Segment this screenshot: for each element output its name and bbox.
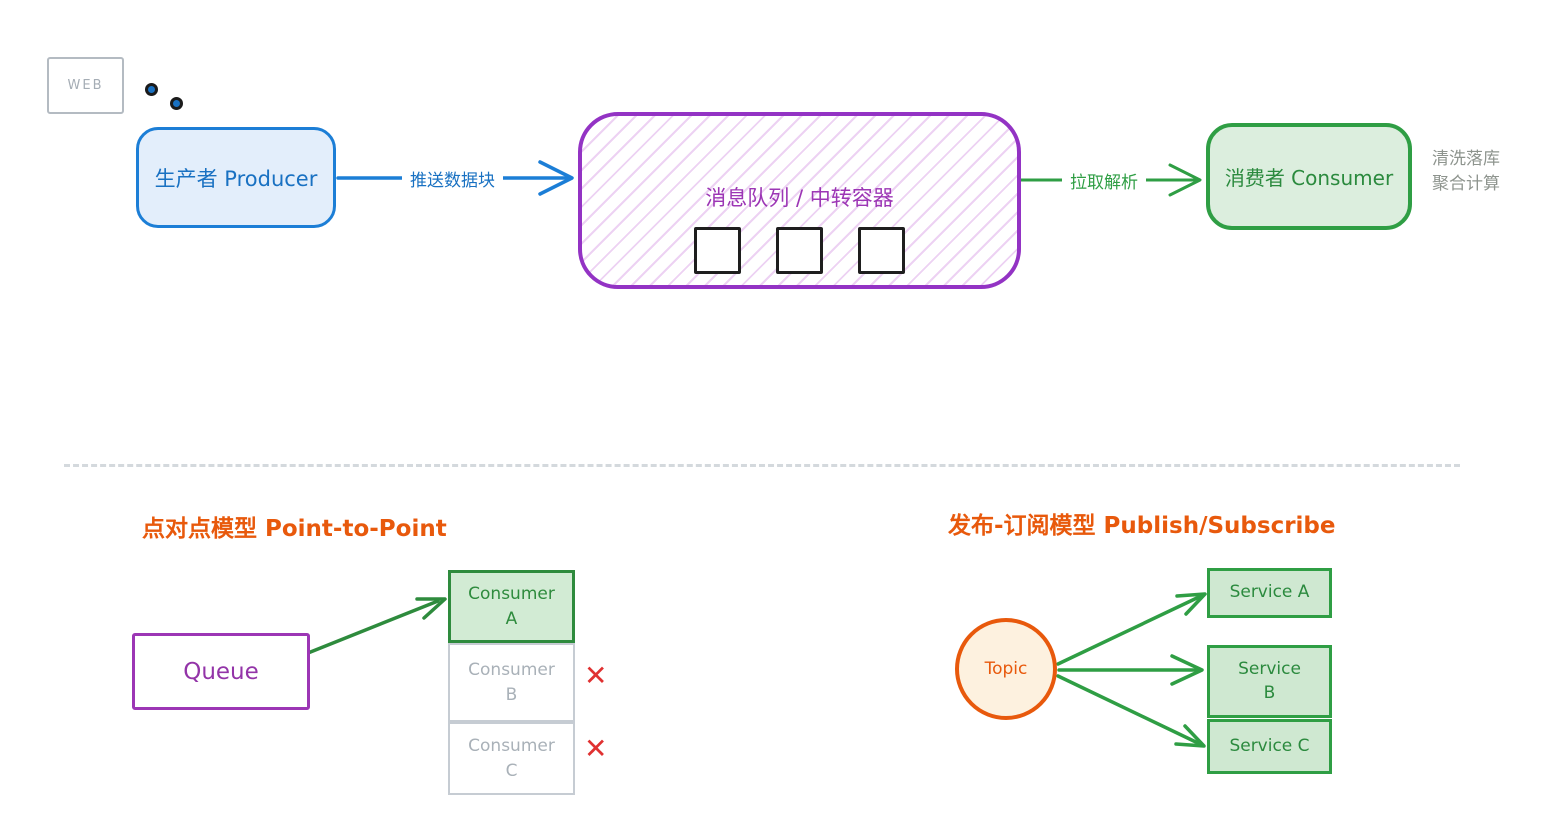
pubsub-section-title: 发布-订阅模型 Publish/Subscribe (948, 513, 1336, 539)
consumer-a-box: Consumer A (448, 570, 575, 643)
p2p-section-title: 点对点模型 Point-to-Point (142, 516, 447, 542)
reject-x-icon: ✕ (584, 732, 608, 765)
topic-circle: Topic (955, 618, 1057, 720)
pull-arrow-label: 拉取解析 (1062, 166, 1146, 195)
consumer-c-label: Consumer (468, 735, 555, 756)
push-arrow-label: 推送数据块 (402, 164, 503, 193)
web-box: WEB (47, 57, 124, 114)
producer-label: 生产者 Producer (154, 166, 318, 191)
data-dot-icon (145, 83, 158, 96)
consumer-a-letter: A (505, 608, 518, 629)
message-slot (694, 227, 741, 274)
service-c-label: Service C (1229, 735, 1310, 756)
consumer-b-box: Consumer B (448, 643, 575, 722)
consumer-note: 清洗落库 聚合计算 (1432, 147, 1500, 196)
service-b-letter: B (1263, 682, 1276, 703)
consumer-c-box: Consumer C (448, 722, 575, 795)
queue-to-consumer-a-arrow (306, 597, 447, 655)
service-c-box: Service C (1207, 719, 1332, 774)
web-box-label: WEB (67, 78, 104, 93)
topic-label: Topic (984, 659, 1028, 679)
message-slot (776, 227, 823, 274)
topic-to-service-a-arrow (1056, 592, 1207, 666)
section-divider (64, 464, 1460, 467)
consumer-note-line: 聚合计算 (1432, 173, 1500, 194)
topic-to-service-b-arrow (1057, 654, 1204, 686)
service-b-box: Service B (1207, 645, 1332, 718)
consumer-box: 消费者 Consumer (1206, 123, 1412, 230)
consumer-a-label: Consumer (468, 583, 555, 604)
message-slot (858, 227, 905, 274)
data-dot-icon (170, 97, 183, 110)
service-a-box: Service A (1207, 568, 1332, 618)
producer-box: 生产者 Producer (136, 127, 336, 228)
message-queue-container: 消息队列 / 中转容器 (578, 112, 1021, 289)
consumer-c-letter: C (505, 760, 518, 781)
topic-to-service-c-arrow (1056, 674, 1206, 748)
consumer-note-line: 清洗落库 (1432, 149, 1500, 169)
consumer-b-letter: B (505, 684, 518, 705)
queue-box: Queue (132, 633, 310, 710)
service-b-label: Service (1238, 658, 1301, 679)
message-queue-label: 消息队列 / 中转容器 (705, 186, 894, 210)
service-a-label: Service A (1229, 582, 1310, 603)
reject-x-icon: ✕ (584, 659, 608, 692)
consumer-label: 消费者 Consumer (1224, 166, 1394, 190)
consumer-b-label: Consumer (468, 659, 555, 680)
queue-label: Queue (183, 658, 259, 685)
message-slot-row (694, 227, 905, 274)
